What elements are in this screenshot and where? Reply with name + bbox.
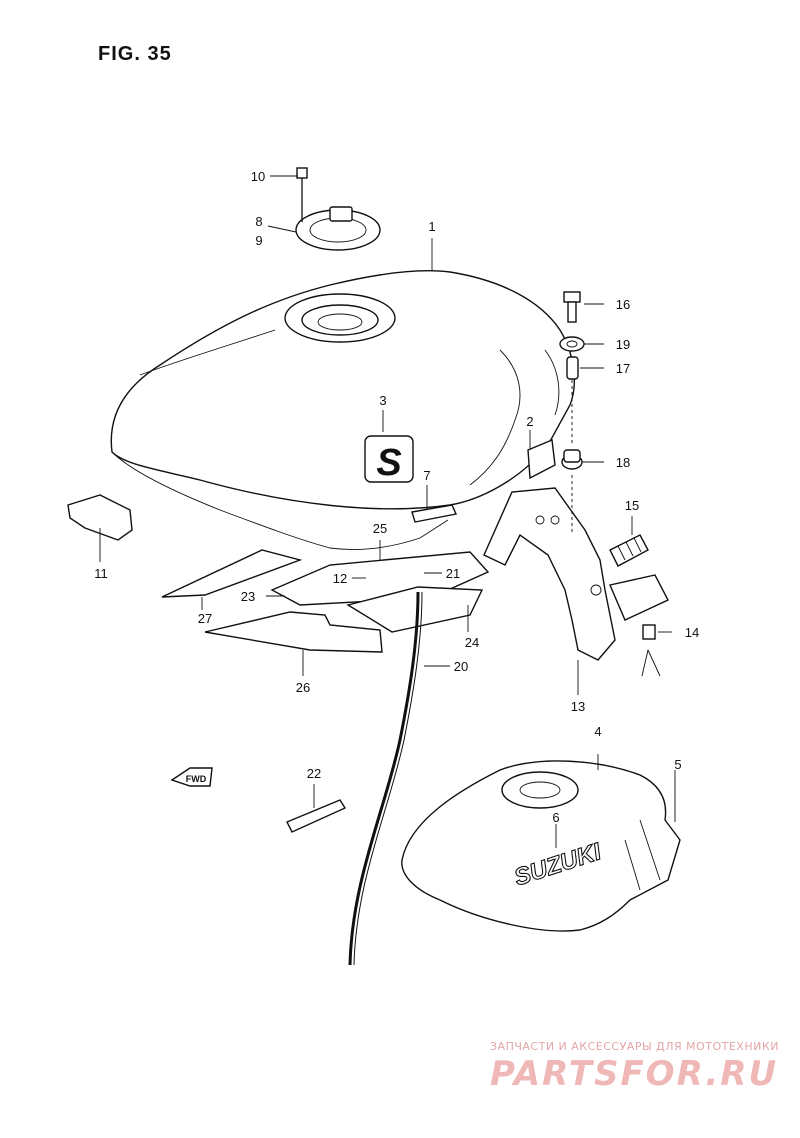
collar-19 bbox=[559, 336, 585, 352]
bolt-16 bbox=[563, 291, 581, 323]
callout-6: 6 bbox=[552, 810, 559, 825]
pad-27 bbox=[161, 549, 303, 598]
callout-18: 18 bbox=[616, 455, 630, 470]
callout-9: 9 bbox=[255, 233, 262, 248]
callout-3: 3 bbox=[379, 393, 386, 408]
fuel-tank bbox=[110, 269, 575, 550]
watermark-tagline: ЗАПЧАСТИ И АКСЕССУАРЫ ДЛЯ МОТОТЕХНИКИ bbox=[490, 1040, 779, 1053]
callout-19: 19 bbox=[616, 337, 630, 352]
drain-hose-20 bbox=[348, 591, 420, 966]
callout-17: 17 bbox=[616, 361, 630, 376]
leader-lines bbox=[99, 175, 676, 848]
callout-4: 4 bbox=[594, 724, 601, 739]
callout-11: 11 bbox=[94, 566, 108, 581]
figure-title: FIG. 35 bbox=[98, 43, 172, 65]
callout-24: 24 bbox=[465, 635, 479, 650]
callout-2: 2 bbox=[526, 414, 533, 429]
callout-23: 23 bbox=[241, 589, 255, 604]
callout-10: 10 bbox=[251, 169, 265, 184]
fwd-direction-marker: FWD bbox=[170, 767, 213, 787]
callout-12: 12 bbox=[333, 571, 347, 586]
callout-13: 13 bbox=[571, 699, 585, 714]
callout-25: 25 bbox=[373, 521, 387, 536]
fuel-cap bbox=[295, 167, 381, 251]
cushion-15 bbox=[609, 534, 649, 567]
spacer-17 bbox=[566, 356, 579, 380]
callout-16: 16 bbox=[616, 297, 630, 312]
s-emblem-text: S bbox=[376, 442, 401, 484]
watermark: ЗАПЧАСТИ И АКСЕССУАРЫ ДЛЯ МОТОТЕХНИКИ PA… bbox=[490, 1040, 779, 1094]
clamp-11 bbox=[67, 494, 133, 541]
callout-5: 5 bbox=[674, 757, 681, 772]
callout-27: 27 bbox=[198, 611, 212, 626]
bolt-14 bbox=[641, 624, 661, 677]
fuel-tank-alt-4: SUZUKI bbox=[401, 760, 681, 932]
pad-24 bbox=[346, 586, 484, 633]
callout-14: 14 bbox=[685, 625, 699, 640]
callout-8: 8 bbox=[255, 214, 262, 229]
callout-22: 22 bbox=[307, 766, 321, 781]
bracket-13 bbox=[483, 487, 669, 661]
callout-20: 20 bbox=[454, 659, 468, 674]
callout-26: 26 bbox=[296, 680, 310, 695]
tank-s-emblem: S bbox=[364, 435, 414, 484]
callout-15: 15 bbox=[625, 498, 639, 513]
small-decal-7 bbox=[411, 504, 457, 523]
watermark-logo: PARTSFOR.RU bbox=[490, 1054, 778, 1094]
band-22 bbox=[286, 799, 347, 833]
callout-21: 21 bbox=[446, 566, 460, 581]
callout-7: 7 bbox=[423, 468, 430, 483]
fwd-label: FWD bbox=[186, 774, 207, 784]
pad-26 bbox=[204, 611, 383, 653]
callout-1: 1 bbox=[428, 219, 435, 234]
callout-labels: 1 2 3 4 5 6 7 8 9 10 11 12 13 14 15 16 1… bbox=[94, 169, 699, 825]
damper-18 bbox=[561, 449, 583, 470]
